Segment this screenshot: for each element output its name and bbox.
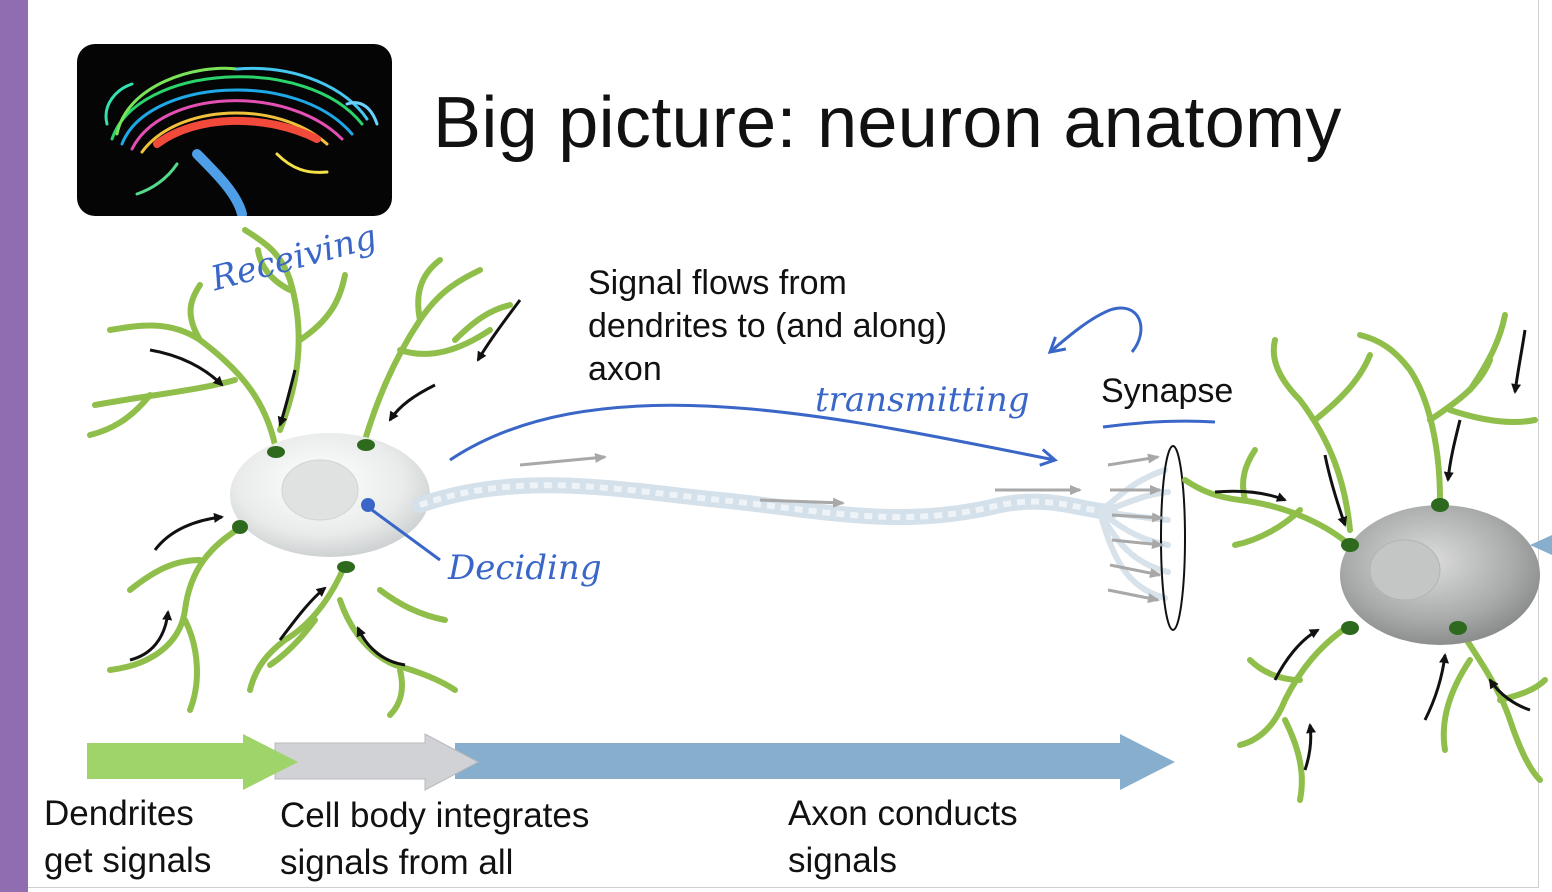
stage-label-line: get signals <box>44 841 212 880</box>
dendrite-junctions <box>232 439 375 573</box>
left-nucleus <box>281 459 359 521</box>
right-axon-stub <box>1530 535 1552 555</box>
deciding-line <box>371 508 441 562</box>
slide-title: Big picture: neuron anatomy <box>433 83 1342 163</box>
stage-label-line: Axon conducts <box>788 794 1018 833</box>
synapse-label: Synapse <box>1101 372 1234 410</box>
synapse-ellipse <box>1160 445 1186 631</box>
synapse-underline <box>1102 419 1216 429</box>
stage-label-line: Dendrites <box>44 794 194 833</box>
flow-arrows <box>519 452 1164 603</box>
transmitting-label: transmitting <box>815 380 1030 420</box>
stage-arrows <box>87 733 1175 791</box>
brain-fibers-art <box>104 66 379 216</box>
signal-flow-line: Signal flows from <box>588 264 847 302</box>
stage-label-line: signals <box>788 841 897 880</box>
stage-arrow-axon <box>455 734 1175 790</box>
input-arrows-right <box>1214 329 1531 771</box>
signal-flow-line: dendrites to (and along) <box>588 307 948 345</box>
left-dendrites <box>87 227 513 718</box>
right-dendrites <box>1182 312 1548 803</box>
transmit-arrow <box>449 403 1058 467</box>
right-nucleus <box>1369 539 1441 601</box>
stage-label-line: signals from all <box>280 843 514 882</box>
brain-tractography-image <box>77 44 392 216</box>
slide-accent-bar <box>0 0 28 892</box>
deciding-label: Deciding <box>448 548 602 588</box>
deciding-dot <box>361 498 375 512</box>
synapse-pointer-arrow <box>1047 306 1143 354</box>
right-junctions <box>1341 498 1467 635</box>
stage-arrow-dendrites <box>87 734 298 790</box>
stage-label-line: Cell body integrates <box>280 796 590 835</box>
signal-flow-line: axon <box>588 350 662 388</box>
stage-arrow-cell-body <box>274 733 480 791</box>
input-arrows-left <box>129 299 522 667</box>
